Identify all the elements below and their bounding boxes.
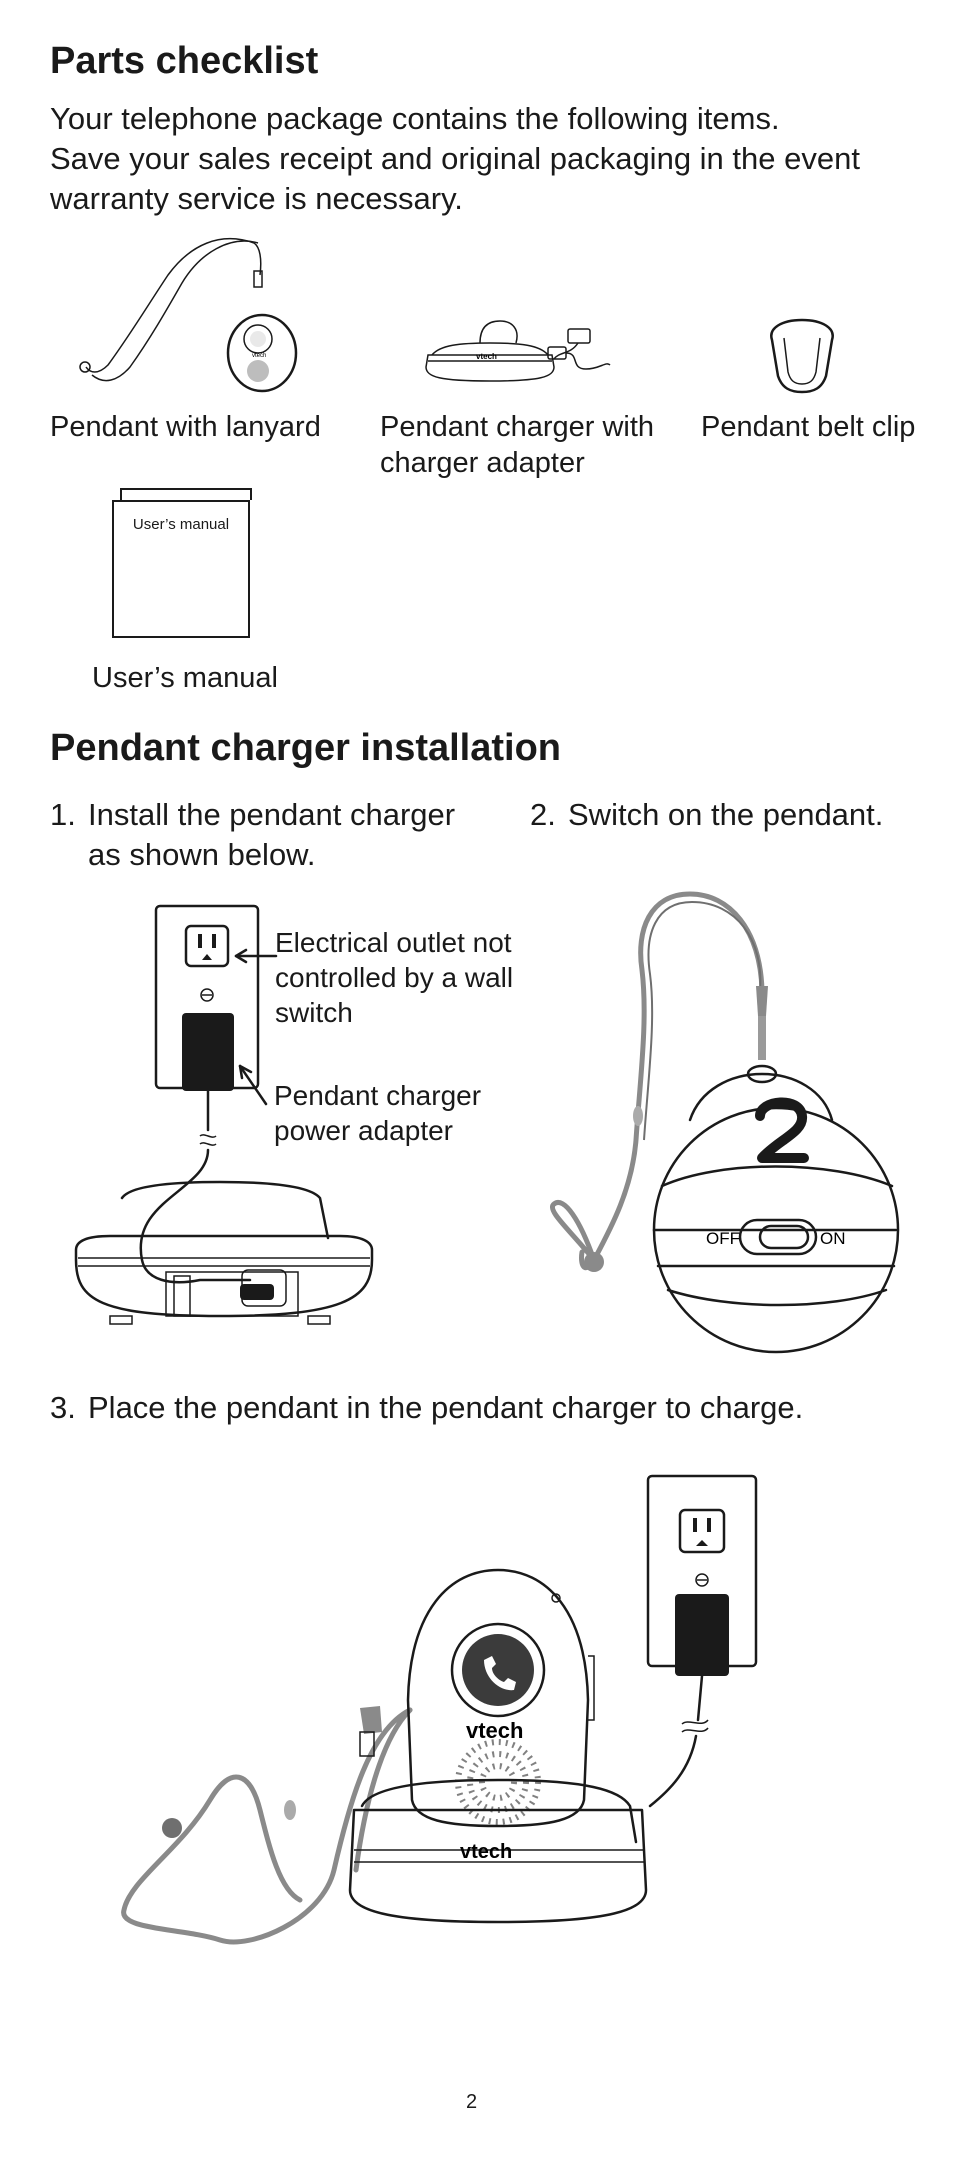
pendant-body — [406, 1568, 590, 1828]
power-switch — [738, 1218, 818, 1256]
item-label-pendant-lanyard: Pendant with lanyard — [50, 411, 321, 443]
callout-line: switch — [275, 997, 353, 1028]
manual-cover: User’s manual — [112, 500, 250, 638]
callout-line: Electrical outlet not — [275, 927, 512, 958]
charger-brand-label: vtech — [476, 352, 497, 361]
step-text-line: as shown below. — [88, 837, 316, 872]
item-label-users-manual: User’s manual — [92, 662, 278, 694]
step-text: Switch on the pendant. — [568, 797, 884, 832]
users-manual-illustration: User’s manual — [112, 488, 252, 648]
pendant-in-charger-illustration: vtech vtech — [121, 1474, 758, 1945]
manual-back-page — [120, 488, 252, 500]
page-number: 2 — [466, 2091, 478, 2113]
pendant-brand-label: vtech — [466, 1718, 523, 1743]
parts-checklist-title: Parts checklist — [50, 40, 319, 82]
item-label-line: charger adapter — [380, 447, 585, 479]
item-label-belt-clip: Pendant belt clip — [701, 411, 916, 443]
callout-line: Pendant charger — [274, 1080, 482, 1111]
step-1: 1. Install the pendant charger as shown … — [50, 795, 520, 875]
intro-line: Save your sales receipt and original pac… — [50, 141, 860, 176]
power-switch-knob — [758, 1224, 810, 1250]
pendant-with-lanyard-illustration: vtech — [79, 238, 298, 393]
power-adapter — [675, 1594, 729, 1676]
step-text: Place the pendant in the pendant charger… — [88, 1390, 804, 1425]
pendant-switch-illustration: OFF ON — [549, 891, 900, 1354]
pendant-call-button — [462, 1634, 534, 1706]
charger-brand-label: vtech — [460, 1841, 512, 1863]
step-text-line: Install the pendant charger — [88, 797, 456, 832]
callout-line: power adapter — [274, 1115, 454, 1146]
outlet-screw — [200, 988, 214, 1002]
speaker-grille — [455, 1739, 541, 1825]
svg-text:vtech: vtech — [252, 353, 266, 359]
step-2: 2. Switch on the pendant. — [530, 795, 940, 835]
charger-installation-illustration — [74, 904, 374, 1325]
power-adapter — [182, 1013, 234, 1091]
step-number: 1. — [50, 797, 76, 832]
switch-on-label: ON — [820, 1229, 846, 1248]
outlet-socket — [184, 924, 230, 968]
step-3: 3. Place the pendant in the pendant char… — [50, 1388, 930, 1428]
switch-off-label: OFF — [706, 1229, 740, 1248]
installation-title: Pendant charger installation — [50, 727, 561, 769]
parts-intro: Your telephone package contains the foll… — [50, 99, 930, 219]
step-text: Install the pendant charger as shown bel… — [88, 795, 455, 875]
outlet-socket — [678, 1508, 726, 1554]
pendant-charger-illustration: vtech — [425, 320, 611, 382]
callout-electrical-outlet: Electrical outlet not controlled by a wa… — [275, 925, 513, 1030]
callout-line: controlled by a wall — [275, 962, 514, 993]
callout-power-adapter: Pendant charger power adapter — [274, 1078, 481, 1148]
step-number: 3. — [50, 1390, 76, 1425]
pendant-belt-clip-illustration — [770, 318, 834, 394]
intro-line: warranty service is necessary. — [50, 181, 463, 216]
item-label-line: Pendant charger with — [380, 411, 655, 443]
manual-cover-text: User’s manual — [132, 516, 230, 533]
step-number: 2. — [530, 797, 556, 832]
intro-line: Your telephone package contains the foll… — [50, 101, 780, 136]
phone-handset-icon — [484, 1656, 516, 1691]
item-label-pendant-charger: Pendant charger with charger adapter — [380, 409, 654, 481]
